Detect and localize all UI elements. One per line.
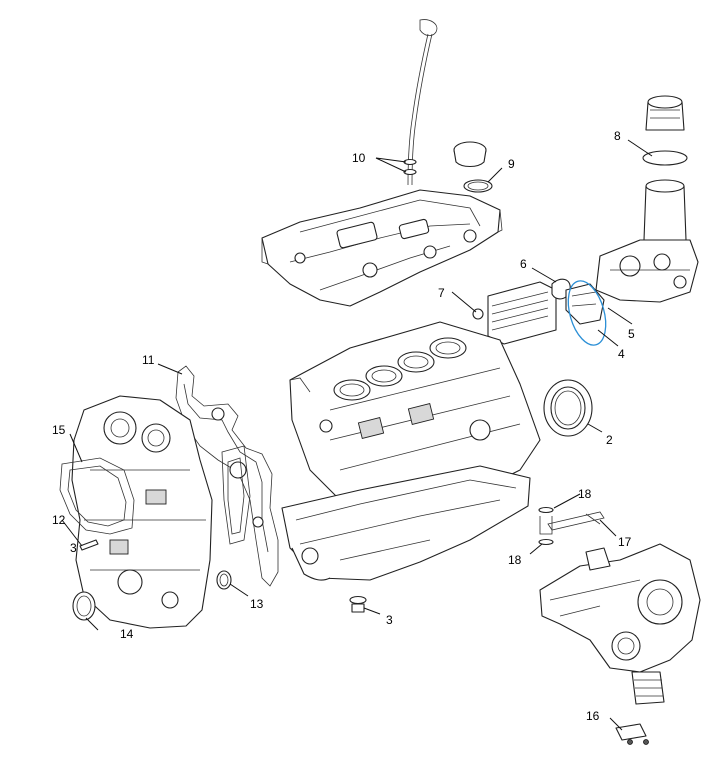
front-crankshaft-seal bbox=[72, 591, 96, 621]
callout-13: 13 bbox=[250, 597, 264, 611]
turbocharger-assembly bbox=[539, 543, 701, 705]
oil-pan bbox=[281, 465, 531, 581]
callout-15: 15 bbox=[52, 423, 66, 437]
callout-9: 9 bbox=[508, 157, 515, 171]
callout-3-pan: 3 bbox=[386, 613, 393, 627]
callout-16: 16 bbox=[586, 709, 600, 723]
callout-18-bottom: 18 bbox=[508, 553, 522, 567]
callout-8: 8 bbox=[614, 129, 621, 143]
callout-2: 2 bbox=[606, 433, 613, 447]
callouts: 2 3 3 4 5 6 7 8 9 10 11 12 13 14 15 16 1… bbox=[52, 129, 635, 723]
callout-5: 5 bbox=[628, 327, 635, 341]
callout-10: 10 bbox=[352, 151, 366, 165]
stud bbox=[79, 539, 99, 551]
oil-cooler bbox=[472, 278, 605, 345]
leader-lines bbox=[61, 139, 653, 731]
oil-filler-cap bbox=[453, 141, 493, 193]
pipe-bracket bbox=[615, 723, 649, 745]
oil-feed-pipe bbox=[538, 506, 605, 546]
water-pump-gasket bbox=[221, 445, 251, 545]
highlight-ring bbox=[567, 280, 607, 346]
callout-4: 4 bbox=[618, 347, 625, 361]
timing-cover-gasket bbox=[175, 365, 279, 587]
front-timing-cover bbox=[71, 395, 213, 629]
water-pump-front-gasket bbox=[59, 457, 135, 535]
drain-plug bbox=[349, 595, 367, 613]
camshaft-cover bbox=[261, 189, 503, 307]
oil-filter-housing bbox=[595, 95, 699, 303]
callout-6: 6 bbox=[520, 257, 527, 271]
rear-crankshaft-seal bbox=[543, 379, 593, 437]
callout-11: 11 bbox=[142, 353, 155, 367]
camshaft-seal bbox=[216, 570, 232, 590]
callout-14: 14 bbox=[120, 627, 134, 641]
callout-18-top: 18 bbox=[578, 487, 592, 501]
dipstick bbox=[403, 19, 438, 186]
callout-3-stud: 3 bbox=[70, 541, 77, 555]
engine-block bbox=[289, 321, 541, 501]
callout-7: 7 bbox=[438, 286, 445, 300]
callout-12: 12 bbox=[52, 513, 66, 527]
callout-17: 17 bbox=[618, 535, 632, 549]
